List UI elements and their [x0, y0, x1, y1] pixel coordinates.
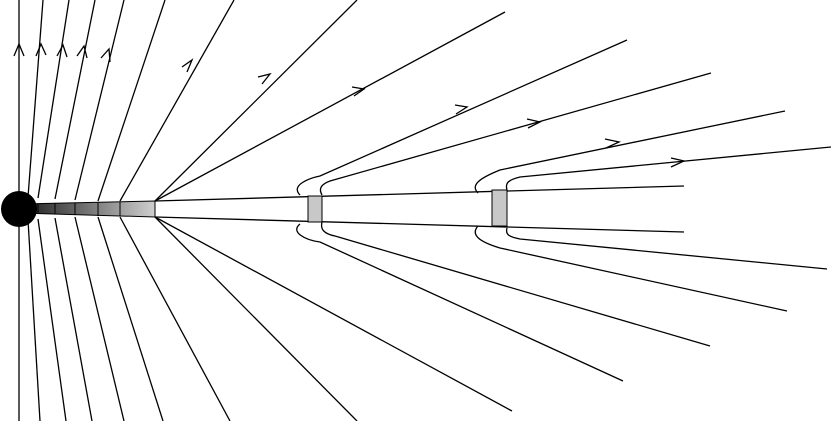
- upper-field-lines: [18, 0, 831, 202]
- lower-field-lines: [18, 216, 828, 421]
- flux-tube-wedge: [19, 200, 156, 218]
- cross-section-2: [491, 189, 508, 227]
- cross-section-1: [307, 195, 323, 223]
- source-charge: [1, 191, 37, 227]
- central-tube-lines: [154, 185, 685, 233]
- arrowheads: [13, 42, 686, 168]
- tube-dividers: [37, 202, 121, 216]
